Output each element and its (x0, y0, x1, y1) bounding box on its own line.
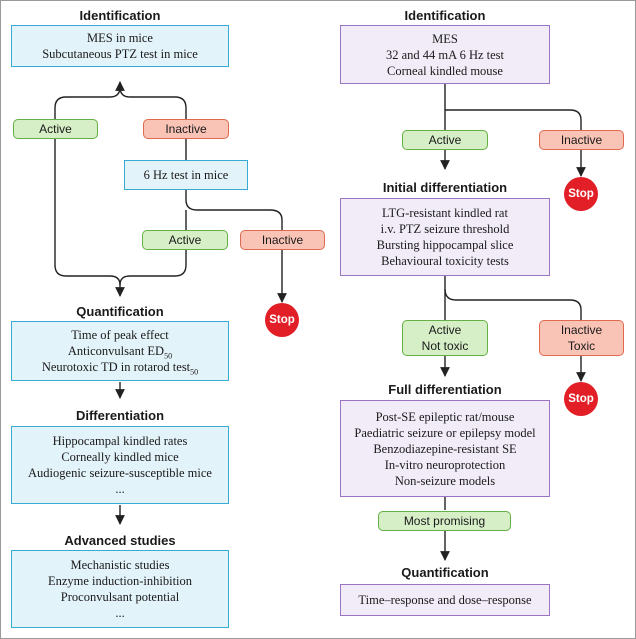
left-quantification-box: Time of peak effect Anticonvulsant ED50 … (11, 321, 229, 381)
left-identification-line: Subcutaneous PTZ test in mice (42, 47, 198, 61)
connector-active2-to-quantification (119, 250, 187, 286)
connector-inactive-to-identification (119, 86, 187, 119)
right-identification-heading: Identification (404, 8, 486, 23)
advanced-line: Mechanistic studies (70, 558, 170, 572)
advanced-studies-heading: Advanced studies (64, 533, 176, 548)
initial-line: LTG-resistant kindled rat (382, 206, 508, 220)
left-active-2: Active (142, 230, 228, 250)
right-identification-box: MES 32 and 44 mA 6 Hz test Corneal kindl… (340, 25, 550, 84)
differentiation-line: Hippocampal kindled rates (52, 434, 188, 448)
left-identification-heading: Identification (79, 8, 161, 23)
inactive-label: Inactive (560, 323, 603, 337)
toxic-label: Toxic (567, 339, 596, 353)
td-subscript: 50 (190, 367, 199, 377)
connector-identification-to-inactive (445, 109, 582, 130)
differentiation-heading: Differentiation (75, 408, 165, 423)
quantification-line: Time of peak effect (71, 328, 169, 342)
differentiation-box: Hippocampal kindled rates Corneally kind… (11, 426, 229, 504)
full-line: Benzodiazepine-resistant SE (373, 441, 517, 456)
ed-subscript: 50 (164, 351, 173, 361)
right-quantification-line: Time–response and dose–response (358, 593, 532, 607)
connector-6hz-branch (185, 190, 283, 230)
full-line: Non-seizure models (394, 473, 496, 488)
right-active-not-toxic: Active Not toxic (402, 320, 488, 356)
right-inactive-toxic: Inactive Toxic (539, 320, 624, 356)
advanced-line: Proconvulsant potential (60, 590, 180, 604)
connector-loop-to-identification (54, 81, 125, 119)
advanced-studies-box: Mechanistic studies Enzyme induction-inh… (11, 550, 229, 628)
initial-line: Bursting hippocampal slice (376, 238, 514, 252)
connector-active-to-quantification (54, 139, 125, 297)
connector-initial-to-inactive (444, 288, 582, 320)
differentiation-line: Audiogenic seizure-susceptible mice (28, 466, 212, 480)
quantification-line: Anticonvulsant ED50 (67, 343, 173, 361)
left-inactive-2: Inactive (240, 230, 325, 250)
right-quantification-box: Time–response and dose–response (340, 584, 550, 616)
left-stop: Stop (265, 303, 299, 337)
ed-label: Anticonvulsant ED (67, 344, 165, 358)
left-identification-line: MES in mice (87, 31, 153, 45)
advanced-line: Enzyme induction-inhibition (47, 574, 193, 588)
right-stop-1: Stop (564, 177, 598, 211)
differentiation-line: ... (115, 482, 125, 496)
td-label: Neurotoxic TD in rotarod test (41, 360, 191, 374)
most-promising-box: Most promising (378, 511, 511, 531)
right-active-1: Active (402, 130, 488, 150)
full-differentiation-heading: Full differentiation (388, 382, 502, 397)
full-differentiation-box: Post-SE epileptic rat/mouse Paediatric s… (340, 400, 550, 497)
right-stop-2: Stop (564, 382, 598, 416)
initial-line: Behavioural toxicity tests (381, 254, 509, 268)
full-line: Post-SE epileptic rat/mouse (375, 409, 515, 424)
left-quantification-heading: Quantification (76, 304, 164, 319)
right-identification-line: 32 and 44 mA 6 Hz test (385, 47, 505, 62)
right-identification-line: MES (432, 31, 458, 46)
left-inactive-1: Inactive (143, 119, 229, 139)
right-quantification-heading: Quantification (401, 565, 489, 580)
full-line: Paediatric seizure or epilepsy model (354, 425, 536, 440)
right-inactive-1: Inactive (539, 130, 624, 150)
initial-differentiation-box: LTG-resistant kindled rat i.v. PTZ seizu… (340, 198, 550, 276)
right-identification-line: Corneal kindled mouse (387, 63, 503, 78)
advanced-line: ... (115, 606, 125, 620)
six-hz-test-box: 6 Hz test in mice (124, 160, 248, 190)
active-label: Active (428, 323, 462, 337)
left-active-1: Active (13, 119, 98, 139)
differentiation-line: Corneally kindled mice (61, 450, 179, 464)
left-identification-box: MES in mice Subcutaneous PTZ test in mic… (11, 25, 229, 67)
initial-differentiation-heading: Initial differentiation (382, 180, 508, 195)
quantification-line: Neurotoxic TD in rotarod test50 (41, 359, 199, 377)
not-toxic-label: Not toxic (421, 339, 469, 353)
full-line: In-vitro neuroprotection (384, 457, 506, 472)
initial-line: i.v. PTZ seizure threshold (380, 222, 510, 236)
